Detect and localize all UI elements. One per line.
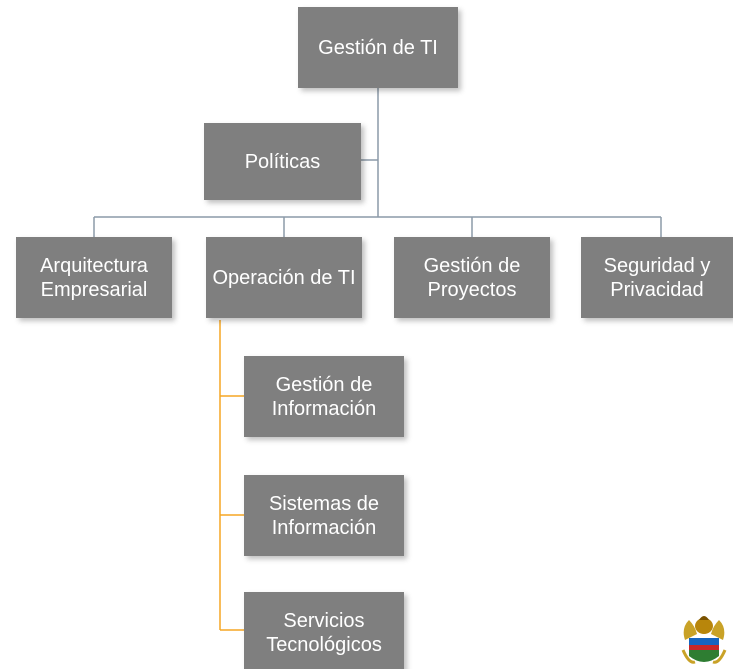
subnode-servicios-tecnologicos: Servicios Tecnológicos (244, 592, 404, 669)
node-seguridad-privacidad: Seguridad y Privacidad (581, 237, 733, 318)
subnode-sistemas-informacion: Sistemas de Información (244, 475, 404, 556)
subnode-sistemas-informacion-label: Sistemas de Información (268, 492, 380, 539)
assistant-node-politicas: Políticas (204, 123, 361, 200)
coat-of-arms-icon (675, 610, 733, 669)
node-seguridad-label: Seguridad y Privacidad (603, 254, 711, 301)
assistant-node-label: Políticas (244, 150, 321, 173)
node-operacion-ti: Operación de TI (206, 237, 362, 318)
node-operacion-label: Operación de TI (212, 266, 356, 289)
root-node-gestion-ti: Gestión de TI (298, 7, 458, 88)
root-node-label: Gestión de TI (318, 36, 438, 59)
subnode-gestion-informacion-label: Gestión de Información (271, 373, 377, 420)
node-arquitectura-label: Arquitectura Empresarial (40, 254, 148, 301)
subnode-servicios-tecnologicos-label: Servicios Tecnológicos (266, 609, 382, 656)
node-proyectos-label: Gestión de Proyectos (423, 254, 521, 301)
node-arquitectura-empresarial: Arquitectura Empresarial (16, 237, 172, 318)
node-gestion-proyectos: Gestión de Proyectos (394, 237, 550, 318)
subnode-gestion-informacion: Gestión de Información (244, 356, 404, 437)
